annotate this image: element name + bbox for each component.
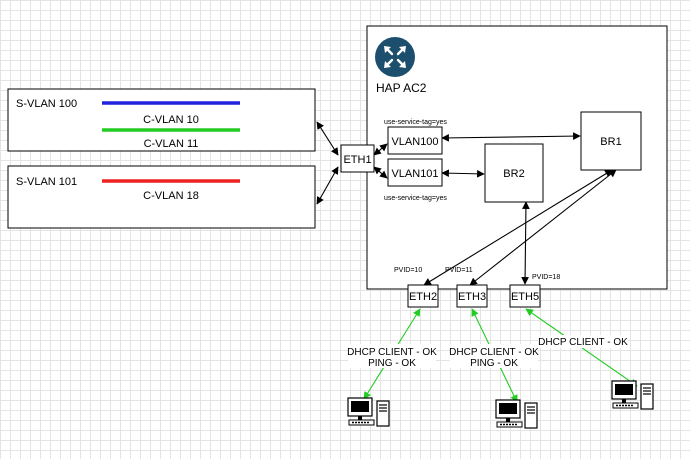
client-1-status: DHCP CLIENT - OK PING - OK [347,344,437,369]
client-2-dhcp: DHCP CLIENT - OK [449,347,539,358]
router-icon [375,37,415,77]
computer-icon [495,399,538,429]
client-1-dhcp: DHCP CLIENT - OK [347,347,437,358]
eth5-label: ETH5 [511,291,539,303]
eth2-port: ETH2 [407,284,439,308]
eth1-port: ETH1 [340,144,375,173]
eth3-label: ETH3 [458,291,486,303]
svlan-100: S-VLAN 100 C-VLAN 10 C-VLAN 11 [7,88,316,152]
vlan101-interface: VLAN101 [387,158,443,187]
vlan100-label: VLAN100 [391,136,438,148]
link-eth1-svlan101 [316,166,339,205]
computer-icon [611,380,654,410]
client-2-status: DHCP CLIENT - OK PING - OK [449,344,539,369]
svlan-101-label: S-VLAN 101 [16,176,77,188]
br1-bridge: BR1 [580,111,642,171]
vlan100-interface: VLAN100 [387,126,443,155]
client-3-status: DHCP CLIENT - OK [538,335,628,348]
link-br1-eth3 [469,169,617,286]
svlan-100-label: S-VLAN 100 [16,98,77,110]
br2-bridge: BR2 [484,143,544,203]
br2-label: BR2 [503,168,524,180]
eth3-port: ETH3 [456,284,488,308]
br1-label: BR1 [600,136,621,148]
cvlan-10-label: C-VLAN 10 [143,114,199,126]
use-service-tag-top: use-service-tag=yes [384,119,447,126]
vlan101-label: VLAN101 [391,168,438,180]
link-eth1-svlan100 [316,121,339,156]
link-eth1-vlan100 [373,143,388,156]
router-name: HAP AC2 [376,81,427,95]
client-2-ping: PING - OK [470,358,518,369]
pvid-eth2: PVID=10 [394,267,422,274]
eth1-label: ETH1 [343,154,371,166]
link-vlan100-br1 [441,132,581,142]
computer-icon [347,397,390,427]
svlan-101: S-VLAN 101 C-VLAN 18 [7,165,316,229]
use-service-tag-bottom: use-service-tag=yes [384,195,447,202]
client-1-ping: PING - OK [368,358,416,369]
eth5-port: ETH5 [509,284,541,308]
cvlan-11-label: C-VLAN 11 [144,138,199,150]
client-3-dhcp: DHCP CLIENT - OK [538,337,628,348]
pvid-eth3: PVID=11 [445,267,473,274]
cvlan-18-label: C-VLAN 18 [143,190,199,202]
links [316,121,617,286]
eth2-label: ETH2 [409,291,437,303]
link-br2-eth5 [521,201,530,285]
pvid-eth5: PVID=18 [532,274,560,281]
link-eth1-vlan101 [373,166,388,179]
